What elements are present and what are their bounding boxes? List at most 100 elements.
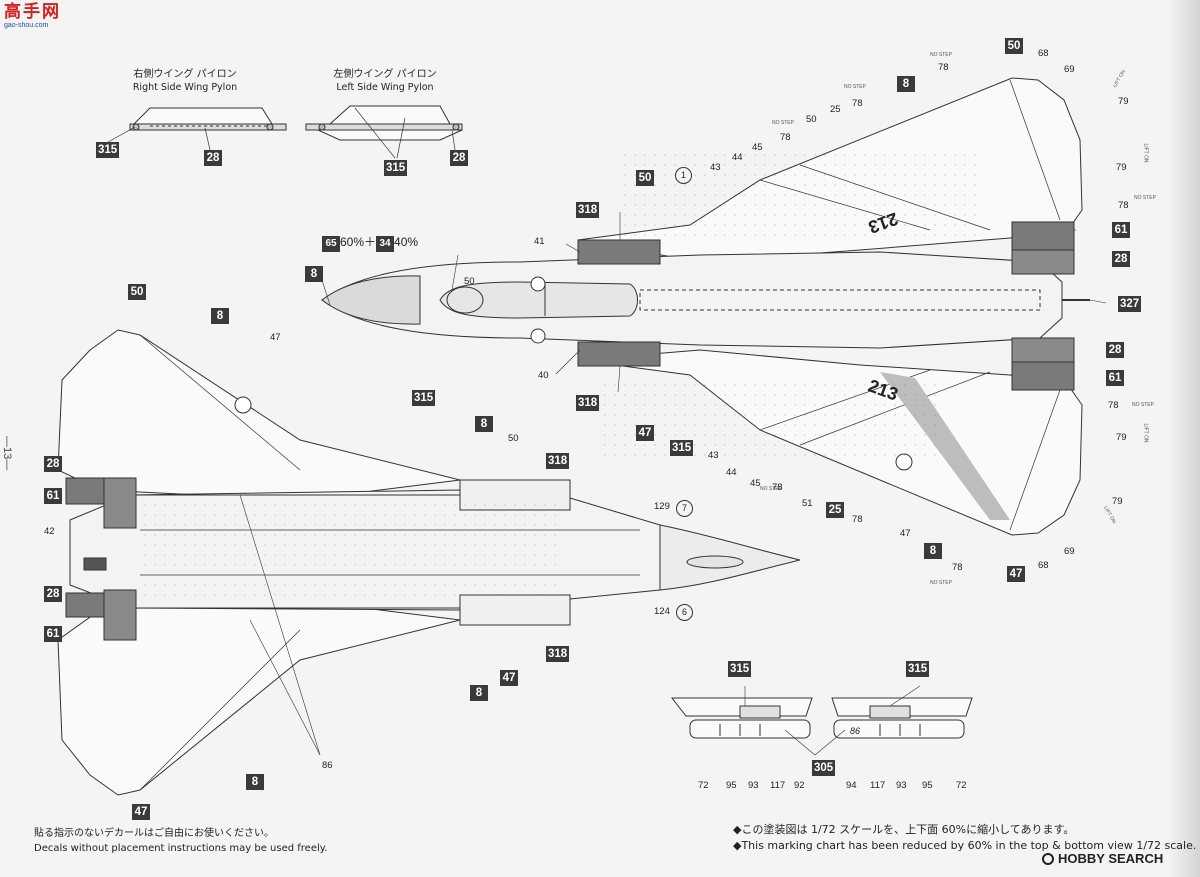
no-step-3: NO STEP: [772, 120, 794, 126]
part-number: 79: [1112, 496, 1123, 507]
lift-on-2: LIFT ON: [1142, 143, 1149, 163]
part-badge: 61: [44, 488, 62, 504]
no-step-6: NO STEP: [760, 486, 782, 492]
part-badge: 8: [305, 266, 323, 282]
mix-plus: ＋: [364, 235, 377, 249]
part-badge: 305: [812, 760, 836, 776]
right-wing-pylon: [107, 107, 287, 151]
part-number: 92: [794, 780, 805, 791]
footer-right-en: ◆This marking chart has been reduced by …: [733, 839, 1197, 852]
part-number: 79: [1116, 432, 1127, 443]
part-number: 93: [748, 780, 759, 791]
part-badge: 8: [924, 543, 942, 559]
footer-right-jp: ◆この塗装図は 1/72 スケールを、上下面 60%に縮小してあります。: [733, 823, 1075, 836]
part-number: 44: [726, 467, 737, 478]
part-badge: 28: [450, 150, 468, 166]
part-number: 78: [938, 62, 949, 73]
pylon-detail-right: [831, 697, 973, 739]
part-badge: 61: [1112, 222, 1130, 238]
part-badge: 315: [384, 160, 408, 176]
part-number: 51: [802, 498, 813, 509]
no-step-4: NO STEP: [1134, 195, 1156, 201]
part-number: 79: [1118, 96, 1129, 107]
part-badge: 8: [211, 308, 229, 324]
watermark-domain: gao-shou.com: [4, 22, 49, 29]
part-number: 69: [1064, 546, 1075, 557]
gun-panel-number: 86: [850, 726, 861, 736]
part-number: 45: [750, 478, 761, 489]
part-number: 78: [952, 562, 963, 573]
circled-part-number: 1: [675, 167, 692, 184]
watermark-logo: 高手网 gao-shou.com: [4, 2, 61, 30]
part-number: 47: [270, 332, 281, 343]
part-badge: 28: [1112, 251, 1130, 267]
part-number: 50: [806, 114, 817, 125]
top-view-aircraft: [321, 77, 1090, 536]
part-number: 68: [1038, 48, 1049, 59]
no-step-2: NO STEP: [844, 84, 866, 90]
part-badge: 28: [44, 456, 62, 472]
mix-color-a: 65: [322, 236, 340, 252]
part-number: 94: [846, 780, 857, 791]
part-number: 95: [726, 780, 737, 791]
part-badge: 315: [412, 390, 436, 406]
logo-mark-icon: [1042, 852, 1054, 865]
footer-left-note: 貼る指示のないデカールはご自由にお使いください。 Decals without …: [34, 826, 327, 856]
part-number: 72: [698, 780, 709, 791]
part-badge: 25: [826, 502, 844, 518]
part-badge: 28: [204, 150, 222, 166]
circled-part-number: 6: [676, 604, 693, 621]
left-pylon-title-jp: 左側ウイング パイロン: [333, 69, 437, 80]
part-number: 43: [708, 450, 719, 461]
part-number: 117: [870, 780, 886, 791]
part-badge: 8: [897, 76, 915, 92]
part-badge: 28: [44, 586, 62, 602]
part-badge: 315: [96, 142, 120, 158]
watermark-chars: 高手网: [4, 2, 61, 21]
part-badge: 318: [576, 202, 600, 218]
part-number: 95: [922, 780, 933, 791]
part-number: 78: [852, 514, 863, 525]
part-number: 44: [732, 152, 743, 163]
footer-left-jp: 貼る指示のないデカールはご自由にお使いください。: [34, 828, 274, 839]
lift-on-3: LIFT ON: [1142, 423, 1149, 443]
part-badge: 8: [475, 416, 493, 432]
no-step-1: NO STEP: [930, 52, 952, 58]
part-number: 86: [322, 760, 333, 771]
part-badge: 50: [1005, 38, 1023, 54]
part-badge: 61: [1106, 370, 1124, 386]
part-badge: 50: [636, 170, 654, 186]
part-number: 93: [896, 780, 907, 791]
part-badge: 50: [128, 284, 146, 300]
page-gutter: [1168, 0, 1200, 877]
part-badge: 318: [546, 646, 570, 662]
part-badge: 47: [1007, 566, 1025, 582]
part-number: 78: [852, 98, 863, 109]
mix-color-b: 34: [376, 236, 395, 252]
logo-text: HOBBY SEARCH: [1058, 851, 1164, 866]
part-number: 124: [654, 606, 670, 617]
part-number: 69: [1064, 64, 1075, 75]
right-pylon-title-en: Right Side Wing Pylon: [132, 82, 238, 93]
footer-right-note: ◆この塗装図は 1/72 スケールを、上下面 60%に縮小してあります。 ◆Th…: [733, 822, 1196, 854]
part-number: 78: [1108, 400, 1119, 411]
part-badge: 61: [44, 626, 62, 642]
part-badge: 318: [546, 453, 570, 469]
part-number: 50: [508, 433, 519, 444]
right-pylon-title: 右側ウイング パイロン Right Side Wing Pylon: [110, 68, 260, 94]
part-number: 47: [900, 528, 911, 539]
left-pylon-title: 左側ウイング パイロン Left Side Wing Pylon: [310, 68, 460, 94]
mix-a-pct: 60%: [340, 235, 365, 249]
hobby-search-logo: HOBBY SEARCH: [1042, 851, 1163, 866]
part-badge: 47: [132, 804, 150, 820]
no-step-5: NO STEP: [1132, 402, 1154, 408]
part-badge: 8: [470, 685, 488, 701]
part-number: 78: [780, 132, 791, 143]
pylon-detail-left: [670, 697, 813, 739]
part-badge: 315: [670, 440, 694, 456]
part-badge: 315: [906, 661, 930, 677]
part-number: 78: [1118, 200, 1129, 211]
part-badge: 8: [246, 774, 264, 790]
part-number: 117: [770, 780, 786, 791]
